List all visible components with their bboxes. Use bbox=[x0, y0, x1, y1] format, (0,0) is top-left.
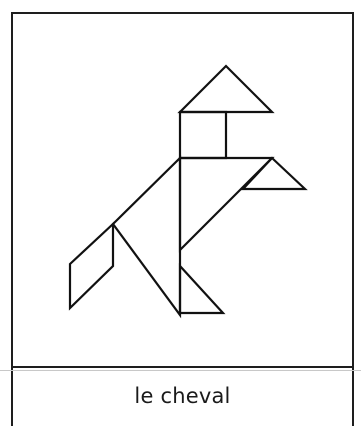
tangram-head-triangle bbox=[180, 66, 272, 112]
caption-divider bbox=[11, 366, 354, 368]
tangram-lower-small-triangle bbox=[180, 266, 223, 313]
tangram-horse-icon bbox=[0, 0, 361, 366]
card-caption: le cheval bbox=[13, 372, 352, 420]
tangram-front-leg-triangle bbox=[243, 158, 305, 189]
tangram-back-large-triangle bbox=[113, 158, 180, 315]
tangram-hind-leg-parallelogram bbox=[70, 224, 113, 308]
tangram-neck-square bbox=[180, 112, 226, 158]
tangram-body-large-triangle bbox=[180, 158, 272, 250]
caption-divider-shadow bbox=[0, 370, 361, 371]
